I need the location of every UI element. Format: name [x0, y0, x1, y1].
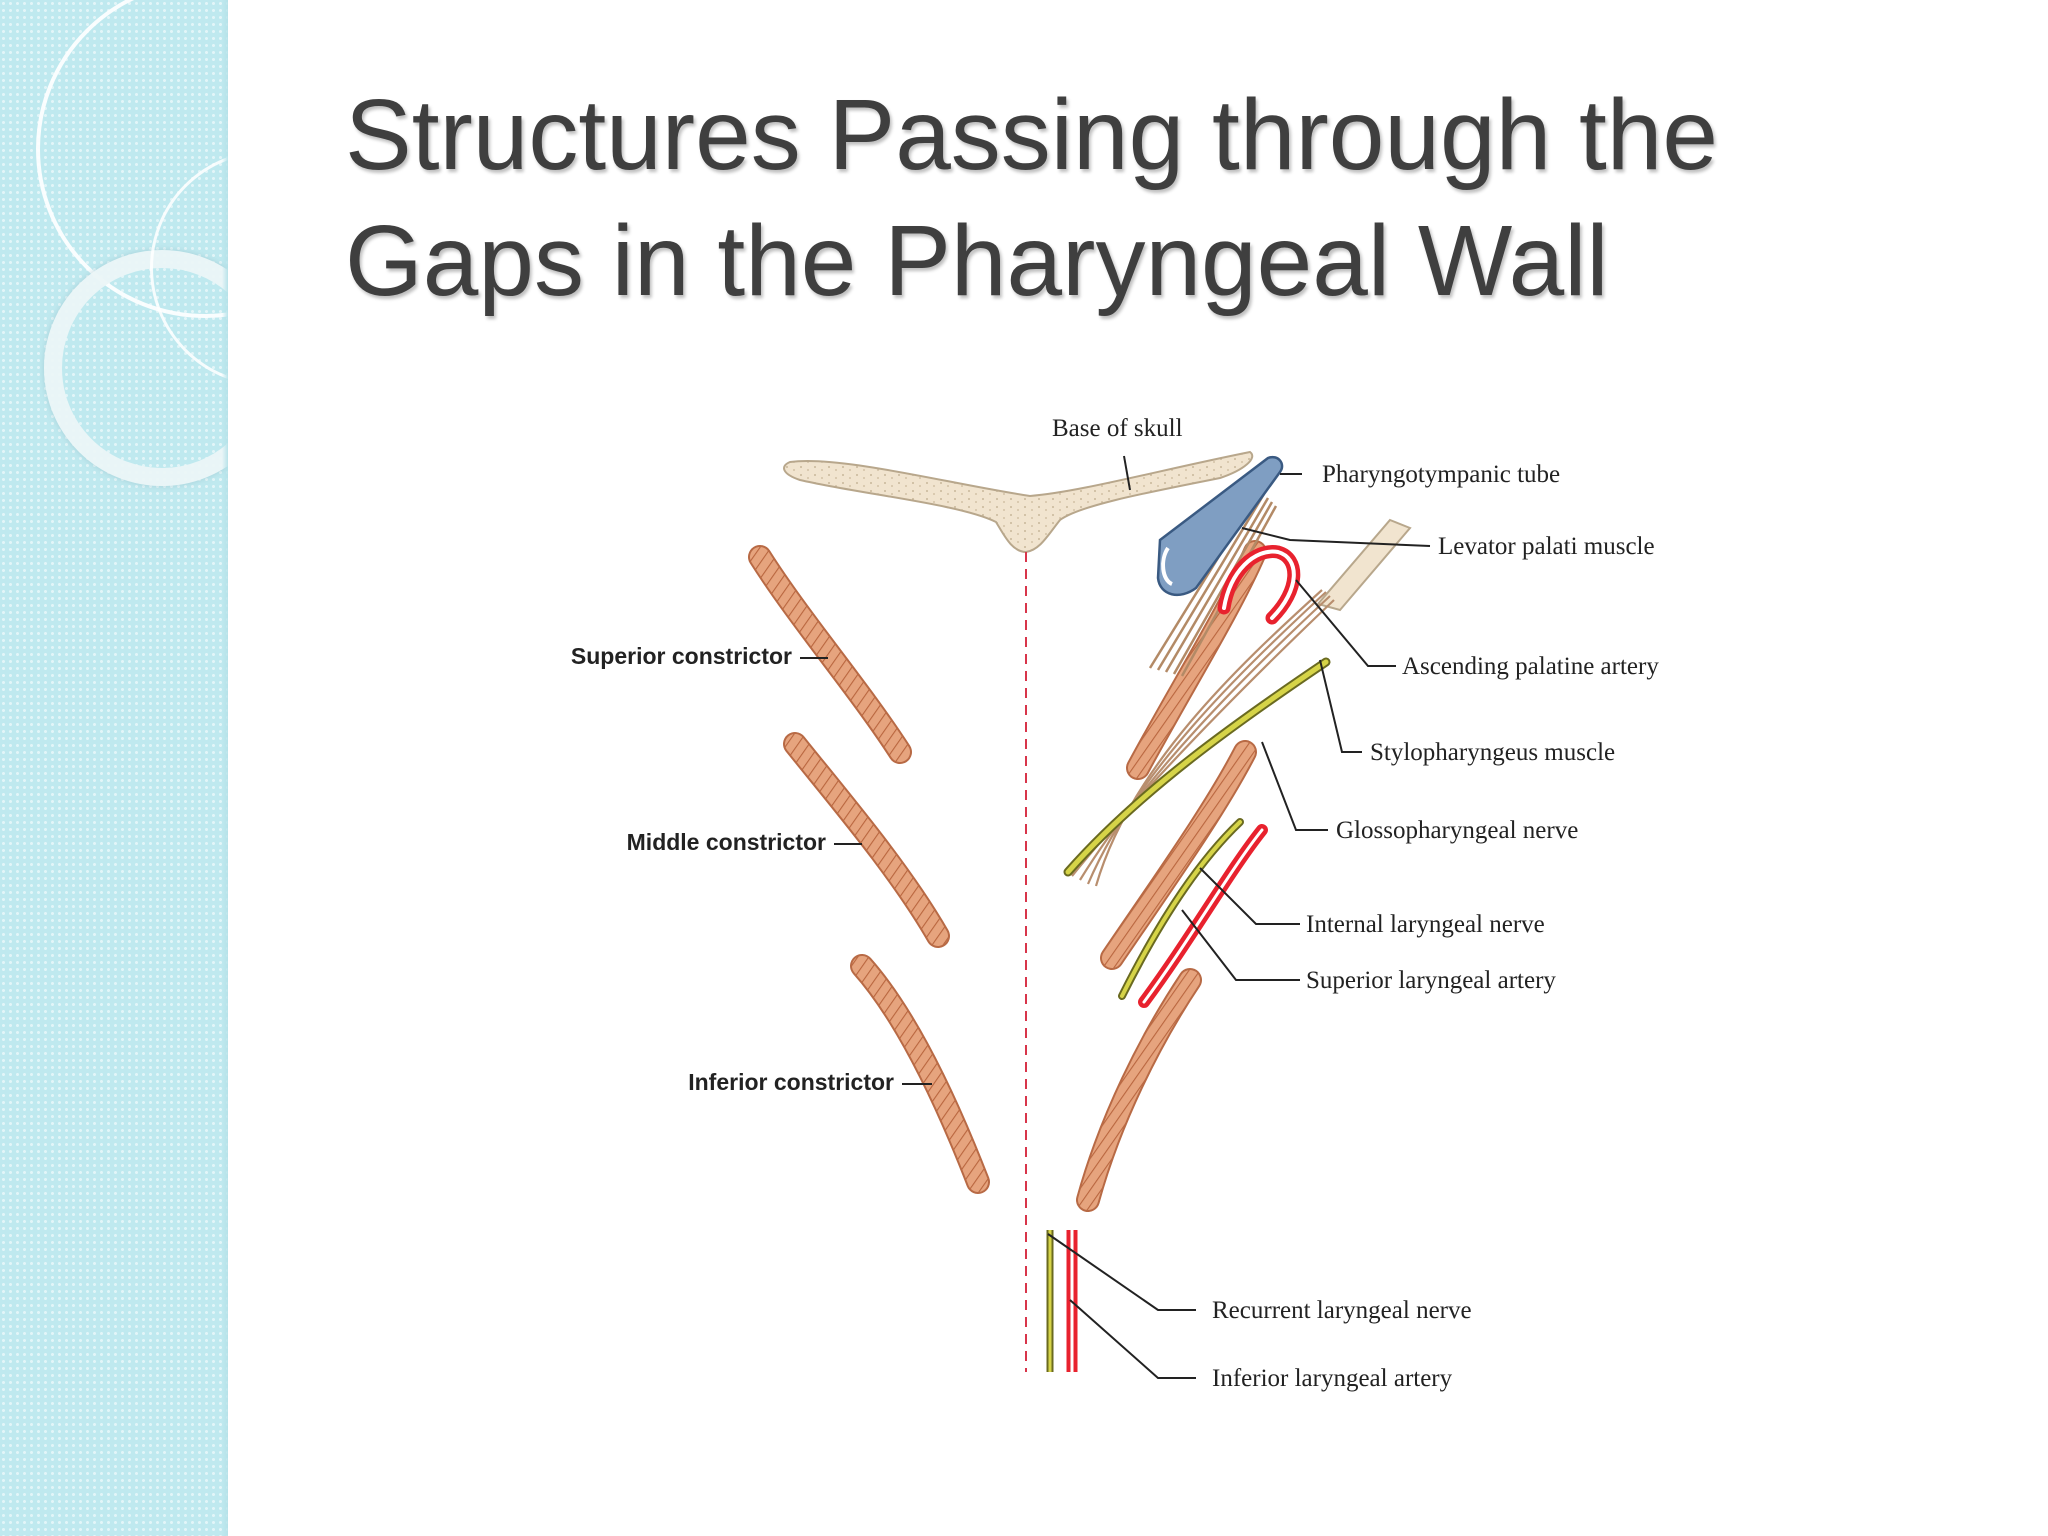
label-ascending-palatine-artery: Ascending palatine artery — [1402, 653, 1659, 680]
pharyngotympanic-tube — [1156, 455, 1284, 597]
label-superior-constrictor: Superior constrictor — [571, 643, 792, 669]
base-of-skull — [783, 450, 1254, 554]
label-superior-laryngeal-artery: Superior laryngeal artery — [1306, 967, 1556, 994]
label-glossopharyngeal-nerve: Glossopharyngeal nerve — [1336, 817, 1578, 844]
label-inferior-constrictor: Inferior constrictor — [688, 1069, 894, 1095]
slide-title: Structures Passing through the Gaps in t… — [345, 79, 1718, 317]
sidebar-edge — [222, 0, 228, 1536]
label-stylopharyngeus: Stylopharyngeus muscle — [1370, 739, 1615, 766]
label-levator-palati: Levator palati muscle — [1438, 533, 1655, 560]
label-internal-laryngeal-nerve: Internal laryngeal nerve — [1306, 911, 1545, 938]
label-inferior-laryngeal-artery: Inferior laryngeal artery — [1212, 1365, 1453, 1392]
label-pharyngotympanic-tube: Pharyngotympanic tube — [1322, 461, 1560, 488]
label-recurrent-laryngeal-nerve: Recurrent laryngeal nerve — [1212, 1297, 1472, 1324]
label-base-of-skull: Base of skull — [1052, 415, 1183, 442]
decorative-sidebar — [0, 0, 228, 1536]
label-middle-constrictor: Middle constrictor — [627, 829, 826, 855]
superior-constrictor-right — [1096, 590, 1143, 669]
